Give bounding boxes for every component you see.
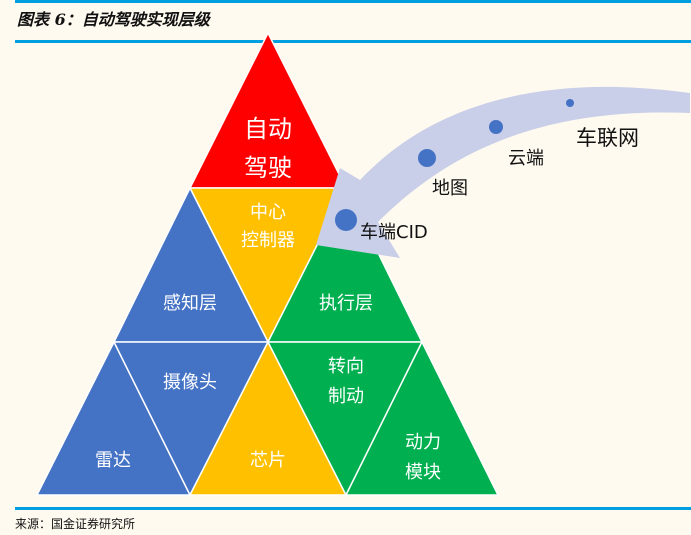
label-chip: 芯片 [250, 450, 286, 471]
label-iov: 车联网 [576, 126, 639, 150]
curved-arrow [316, 86, 690, 259]
label-center-2: 控制器 [241, 230, 295, 251]
label-map: 地图 [432, 178, 468, 199]
power-triangle [344, 340, 500, 496]
label-power-2: 模块 [405, 462, 441, 483]
dot-map [418, 149, 436, 167]
label-steering-1: 转向 [328, 356, 364, 377]
dot-cid [335, 209, 357, 231]
top-rule [15, 0, 691, 3]
label-center-1: 中心 [250, 202, 286, 223]
label-cloud: 云端 [508, 148, 544, 169]
dot-iov [566, 99, 574, 107]
label-camera: 摄像头 [163, 372, 217, 393]
label-execution: 执行层 [319, 293, 373, 314]
label-radar: 雷达 [95, 450, 131, 471]
label-cid: 车端CID [360, 222, 428, 243]
dot-cloud [489, 120, 503, 134]
bottom-rule [15, 507, 691, 510]
label-power-1: 动力 [405, 432, 441, 453]
source-note: 来源：国金证券研究所 [15, 517, 136, 531]
figure-title: 图表 6：自动驾驶实现层级 [17, 10, 210, 29]
label-steering-2: 制动 [328, 386, 364, 407]
label-perception: 感知层 [163, 293, 217, 314]
label-top-1: 自动 [244, 115, 292, 143]
title-rule [15, 40, 691, 43]
label-top-2: 驾驶 [244, 154, 292, 182]
